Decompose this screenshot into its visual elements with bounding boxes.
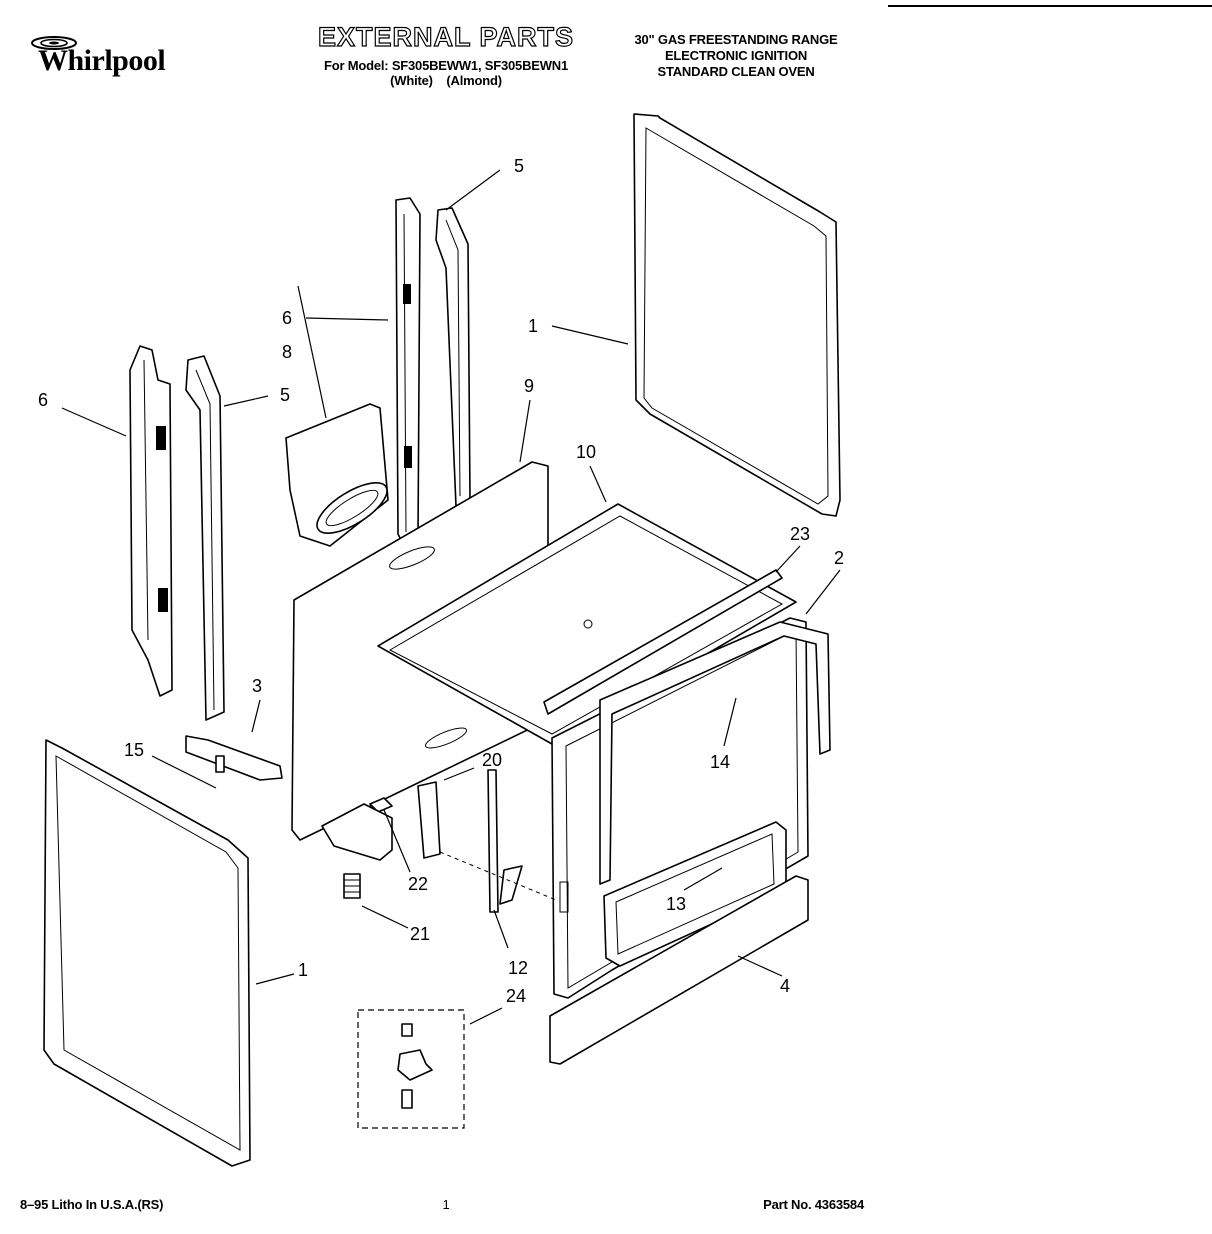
model-info: For Model: SF305BEWW1, SF305BEWN1 (White… (288, 58, 604, 88)
whirlpool-logo: Whirlpool (22, 30, 182, 102)
callout-22: 22 (408, 874, 428, 894)
callout-23: 23 (790, 524, 810, 544)
base-bracket (321, 803, 393, 861)
brand-name: Whirlpool (38, 44, 166, 77)
model-line: For Model: SF305BEWW1, SF305BEWN1 (323, 58, 569, 73)
callout-6-rear: 6 (282, 308, 292, 328)
callout-1-rear: 1 (528, 316, 538, 336)
rail-front-5 (185, 355, 225, 721)
side-panel-front (43, 739, 251, 1167)
duct-8 (285, 403, 389, 547)
callout-10: 10 (576, 442, 596, 462)
callout-5-front: 5 (280, 385, 290, 405)
product-line-3: STANDARD CLEAN OVEN (657, 64, 815, 79)
callout-labels: 5 6 1 8 6 5 9 10 23 2 3 15 20 14 22 13 2… (38, 156, 844, 1006)
callout-12: 12 (508, 958, 528, 978)
hinge-12 (439, 769, 557, 913)
page-number: 1 (442, 1197, 450, 1212)
product-line-2: ELECTRONIC IGNITION (664, 48, 808, 63)
callout-8: 8 (282, 342, 292, 362)
callout-9: 9 (524, 376, 534, 396)
bracket-3 (185, 735, 283, 781)
part-number: Part No. 4363584 (763, 1197, 864, 1212)
product-description: 30" GAS FREESTANDING RANGE ELECTRONIC IG… (604, 32, 868, 80)
oven-bottom-10 (377, 503, 797, 745)
callout-1-front: 1 (298, 960, 308, 980)
color-line: (White) (Almond) (390, 73, 502, 88)
callout-13: 13 (666, 894, 686, 914)
callout-24: 24 (506, 986, 526, 1006)
page-title: EXTERNAL PARTS (317, 21, 575, 52)
callout-21: 21 (410, 924, 430, 944)
rail-rear-6 (395, 197, 421, 547)
rail-front-6 (129, 345, 173, 697)
bracket-20 (417, 781, 441, 859)
callout-6-front: 6 (38, 390, 48, 410)
callout-5-rear: 5 (514, 156, 524, 176)
callout-3: 3 (252, 676, 262, 696)
screw-15 (215, 755, 225, 773)
kit-24 (357, 1009, 465, 1129)
callout-pointers (61, 169, 841, 1025)
gasket-14 (599, 621, 831, 885)
callout-4: 4 (780, 976, 790, 996)
product-line-1: 30" GAS FREESTANDING RANGE (634, 32, 838, 47)
rail-rear-5 (435, 207, 471, 507)
bottom-trim-4 (549, 875, 809, 1065)
top-rule (888, 5, 1212, 7)
callout-20: 20 (482, 750, 502, 770)
print-info: 8–95 Litho In U.S.A.(RS) (20, 1197, 164, 1212)
side-panel-rear (633, 113, 841, 517)
callout-14: 14 (710, 752, 730, 772)
swirl-logo-icon (31, 36, 77, 50)
callout-2: 2 (834, 548, 844, 568)
callout-15: 15 (124, 740, 144, 760)
bolt-21 (343, 873, 361, 899)
strip-23 (543, 569, 783, 715)
